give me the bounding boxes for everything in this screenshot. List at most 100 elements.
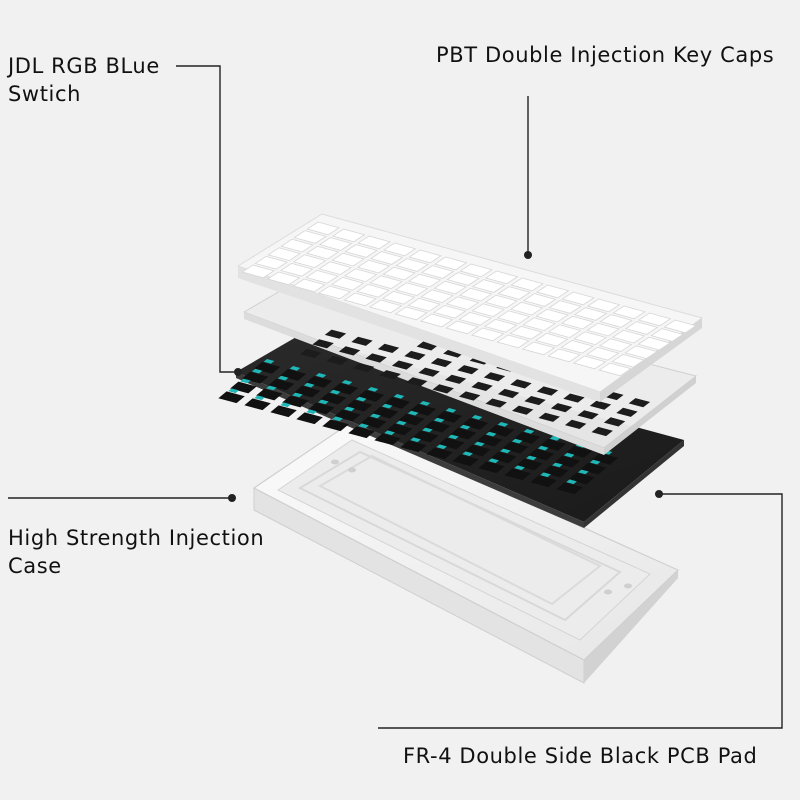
keycaps-callout-label: PBT Double Injection Key Caps (436, 43, 775, 67)
plate-hole (326, 355, 348, 366)
switch (296, 409, 323, 425)
plate-hole (524, 396, 546, 406)
keycap (394, 282, 429, 297)
switch (539, 436, 567, 451)
switch (475, 431, 503, 447)
plate-hole (538, 412, 560, 422)
switch (400, 437, 427, 453)
keycap (343, 268, 378, 283)
switch (501, 438, 529, 454)
switch (490, 448, 517, 464)
switch (218, 388, 245, 404)
keycap (433, 280, 467, 295)
switch (449, 424, 477, 440)
plate-hole (510, 379, 532, 389)
keycap (419, 313, 454, 328)
plate-hole (457, 365, 479, 375)
switch (504, 465, 531, 481)
keycap (560, 339, 594, 354)
switch (579, 459, 607, 475)
keycap (535, 308, 569, 323)
keycap (446, 272, 480, 286)
keycap (331, 252, 365, 267)
plate-hole (563, 393, 585, 403)
plate-hole (589, 400, 612, 410)
plate-hole (458, 391, 481, 401)
switch (542, 462, 569, 478)
keycap (522, 317, 556, 332)
keycap (548, 300, 582, 314)
keycap (522, 293, 557, 307)
keycap (624, 321, 659, 335)
switch (256, 385, 283, 401)
keycap (650, 328, 684, 342)
pcb-leader-line (378, 493, 783, 729)
switch-callout-line2: Swtich (8, 82, 82, 106)
plate-hole (564, 419, 587, 429)
switch (487, 422, 515, 437)
keycap (547, 348, 581, 363)
keycap (459, 263, 493, 278)
keycap (432, 304, 467, 319)
plate-hole (351, 336, 373, 346)
switch-leader-dot (234, 368, 242, 376)
keycap (471, 303, 505, 318)
switch (452, 451, 479, 467)
keycap (611, 329, 646, 344)
plate-hole (471, 381, 493, 391)
switch (345, 396, 373, 412)
plate-hole (312, 339, 334, 349)
case-callout-line1: High Strength Injection (8, 526, 265, 550)
keycap (484, 294, 518, 309)
keycap (408, 249, 442, 264)
keycap (534, 332, 569, 347)
keycap (369, 275, 403, 290)
switch (374, 430, 401, 446)
keycap (369, 251, 404, 265)
pcb-leader-dot (655, 490, 663, 498)
plate-hole (324, 329, 347, 339)
case-leader-dot (228, 494, 236, 502)
switch (270, 402, 297, 418)
plate-hole (432, 384, 454, 394)
plate-hole (377, 343, 400, 353)
keycap (458, 311, 492, 326)
keycap (420, 289, 454, 304)
keycap (663, 319, 697, 334)
keycap (292, 278, 326, 293)
keycap (356, 283, 390, 298)
keycap (510, 277, 544, 292)
pbt-keycaps (241, 221, 697, 377)
keycap (254, 255, 288, 270)
switch (435, 408, 463, 423)
plate-hole (483, 372, 506, 382)
switch (383, 394, 411, 409)
keycap (547, 324, 582, 339)
keycap (343, 292, 377, 307)
switch (478, 458, 505, 474)
switch (516, 455, 543, 471)
keycap (458, 287, 493, 302)
switch (438, 434, 465, 450)
switch (308, 399, 335, 415)
switch (244, 395, 271, 411)
switch (556, 479, 583, 495)
switch (331, 380, 359, 395)
plate-hole (591, 426, 613, 437)
plate-hole (352, 363, 375, 373)
plate-hole (550, 403, 573, 413)
keycap (357, 235, 391, 250)
keycap (624, 345, 658, 360)
switch (357, 387, 385, 402)
plate-hole (379, 370, 401, 380)
keycap (560, 315, 595, 330)
plate-hole (444, 374, 467, 384)
keycap (394, 306, 428, 321)
switch (397, 410, 425, 426)
plate-hole (536, 386, 559, 396)
keycap (330, 276, 365, 291)
keycap (586, 298, 621, 313)
keycap (279, 262, 314, 277)
switch (513, 429, 541, 444)
